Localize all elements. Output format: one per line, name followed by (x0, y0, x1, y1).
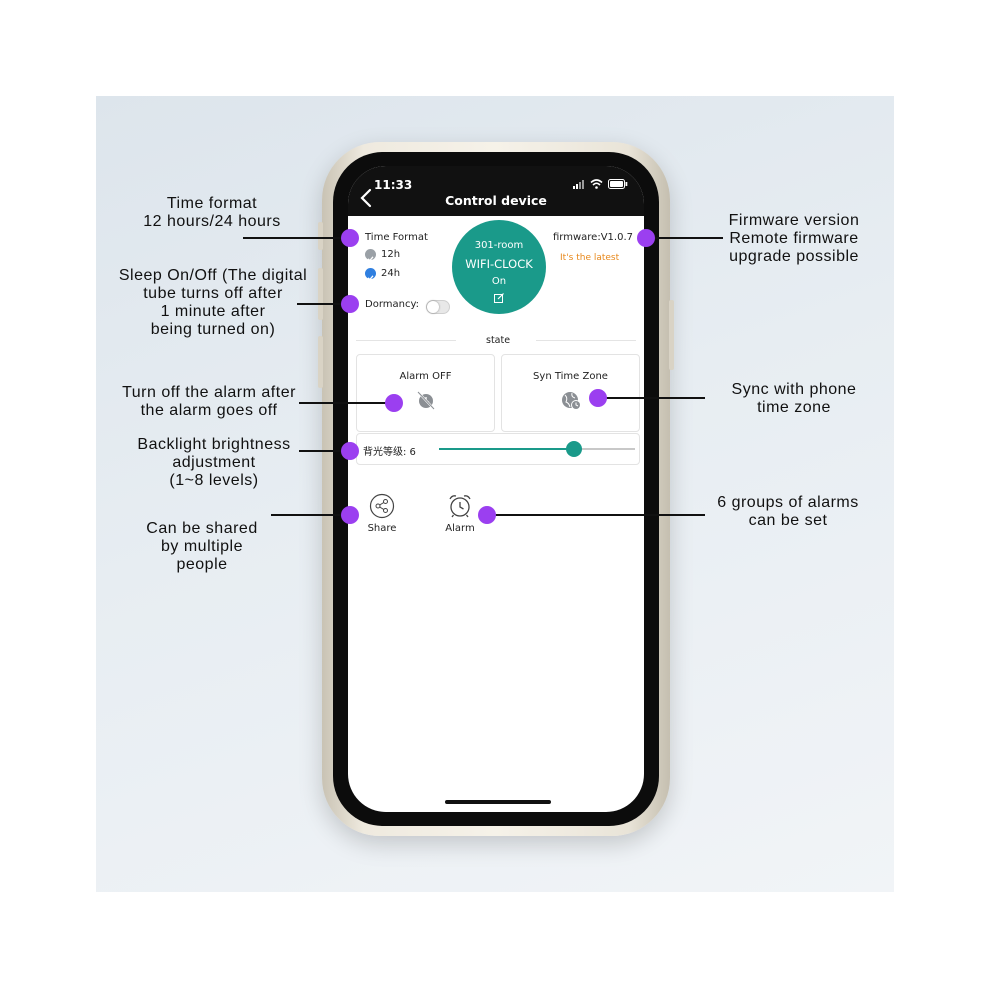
callout-marker (341, 442, 359, 460)
sync-time-zone-label: Syn Time Zone (533, 371, 608, 382)
dormancy-toggle[interactable] (426, 300, 450, 314)
device-status-circle[interactable]: 301-room WIFI-CLOCK On (452, 220, 546, 314)
callout-marker (341, 295, 359, 313)
device-name: WIFI-CLOCK (465, 257, 533, 271)
dormancy-label: Dormancy: (365, 299, 420, 310)
edit-icon[interactable] (493, 292, 505, 304)
status-bar: 11:33 Control device (348, 166, 644, 216)
home-indicator[interactable] (445, 800, 551, 804)
sync-time-zone-card[interactable]: Syn Time Zone (501, 354, 640, 432)
side-button (318, 336, 323, 388)
backlight-row: 背光等级: 6 (356, 433, 640, 465)
globe-clock-icon (561, 392, 581, 410)
callout-marker (341, 506, 359, 524)
divider (356, 340, 456, 341)
option-24h-label: 24h (381, 268, 401, 279)
alarm-clock-icon (449, 495, 471, 518)
callout-marker (341, 229, 359, 247)
toggle-knob (427, 301, 439, 313)
share-action[interactable]: Share (365, 493, 399, 534)
alarm-label: Alarm (445, 523, 475, 534)
alarm-off-icon (416, 391, 435, 410)
chevron-left-icon[interactable] (357, 187, 377, 209)
page-title: Control device (445, 193, 547, 208)
side-button (318, 268, 323, 320)
device-room: 301-room (474, 240, 524, 251)
wifi-icon (590, 179, 603, 189)
radio-24h[interactable] (365, 268, 376, 281)
callout-marker (478, 506, 496, 524)
option-12h-label: 12h (381, 249, 401, 260)
radio-12h[interactable] (365, 249, 376, 262)
status-time: 11:33 (374, 178, 413, 192)
callout-marker (589, 389, 607, 407)
status-icons (573, 179, 628, 189)
slider-thumb[interactable] (566, 441, 583, 457)
firmware-version: firmware:V1.0.7 (553, 232, 633, 243)
check-icon (367, 275, 374, 281)
time-format-label: Time Format (365, 232, 428, 243)
share-icon (369, 493, 395, 519)
divider (536, 340, 636, 341)
side-button (318, 222, 323, 250)
device-status: On (491, 276, 507, 287)
alarm-off-card[interactable]: Alarm OFF (356, 354, 495, 432)
side-button (669, 300, 674, 370)
slider-fill (439, 448, 575, 450)
share-label: Share (367, 523, 397, 534)
signal-icon (573, 179, 584, 189)
state-label: state (486, 335, 511, 346)
alarm-off-label: Alarm OFF (399, 371, 452, 382)
check-icon (367, 256, 374, 262)
alarm-action[interactable]: Alarm (443, 493, 477, 534)
battery-icon (608, 179, 628, 189)
backlight-slider[interactable] (439, 441, 635, 457)
phone-screen: 11:33 Control device Time Format (348, 166, 644, 812)
callout-marker (385, 394, 403, 412)
firmware-status: It's the latest (560, 253, 620, 263)
callout-marker (637, 229, 655, 247)
backlight-label: 背光等级: 6 (363, 447, 416, 458)
